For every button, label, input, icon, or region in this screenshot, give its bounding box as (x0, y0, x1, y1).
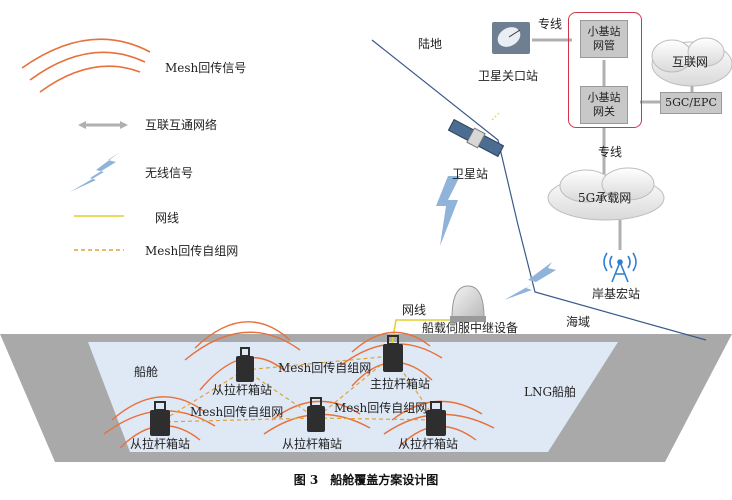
station-icon-right (426, 401, 446, 436)
small-bs-mgmt-box: 小基站网管 (580, 20, 628, 58)
legend-mesh-signal-icon (21, 38, 151, 93)
legend-mesh-adhoc-label: Mesh回传自组网 (145, 244, 239, 258)
bearer-net-label: 5G承载网 (578, 191, 632, 205)
legend-wireless-label: 无线信号 (145, 166, 194, 180)
mesh-adhoc-label-1: Mesh回传自组网 (278, 361, 372, 375)
lng-ship-label: LNG船舶 (524, 385, 577, 399)
satellite-ship-wireless-icon (436, 176, 460, 246)
satellite-station-label: 卫星站 (452, 167, 489, 181)
satellite-dashed-link (491, 111, 501, 121)
relay-device-label: 船载伺服中继设备 (422, 321, 519, 335)
bearer-cloud-icon (547, 167, 665, 221)
tower-icon (603, 252, 637, 283)
core-box: 5GC/EPC (660, 92, 722, 114)
station-icon-top (236, 347, 254, 382)
tower-ship-wireless-icon (504, 262, 556, 300)
relay-dome-icon (450, 285, 486, 322)
station-icon-left (150, 401, 170, 436)
satellite-icon (447, 118, 505, 158)
mesh-adhoc-label-2: Mesh回传自组网 (190, 405, 284, 419)
legend-wireless-icon (70, 152, 120, 192)
cabin-label: 船舱 (134, 365, 159, 379)
legend-interconnect-label: 互联互通网络 (145, 118, 218, 132)
legend-mesh-signal-label: Mesh回传信号 (165, 61, 247, 75)
private-line-top-label: 专线 (538, 17, 563, 31)
internet-cloud-icon (651, 37, 732, 87)
station-icon-master (383, 335, 403, 372)
slave-station-label-mid: 从拉杆箱站 (282, 437, 343, 451)
figure-caption: 图 3 船舱覆盖方案设计图 (293, 473, 439, 487)
internet-label: 互联网 (672, 55, 709, 69)
shore-bs-label: 岸基宏站 (592, 287, 641, 301)
station-icon-mid (307, 397, 325, 432)
satellite-dish-icon (492, 22, 530, 54)
legend-interconnect-icon (78, 121, 128, 129)
satellite-gateway-label: 卫星关口站 (478, 69, 539, 83)
master-station-label: 主拉杆箱站 (370, 377, 431, 391)
small-bs-gw-box: 小基站网关 (580, 86, 628, 124)
slave-station-label-right: 从拉杆箱站 (398, 437, 459, 451)
private-line-mid-label: 专线 (598, 145, 623, 159)
slave-station-label-left: 从拉杆箱站 (130, 437, 191, 451)
land-label: 陆地 (418, 37, 443, 51)
sea-area-label: 海域 (566, 315, 591, 329)
network-cable-label: 网线 (402, 303, 427, 317)
slave-station-label-top: 从拉杆箱站 (212, 383, 273, 397)
mesh-adhoc-links (159, 355, 437, 423)
legend-cable-label: 网线 (155, 211, 180, 225)
core-block-frame (568, 12, 642, 128)
mesh-adhoc-label-3: Mesh回传自组网 (334, 401, 428, 415)
coastline (371, 39, 707, 341)
